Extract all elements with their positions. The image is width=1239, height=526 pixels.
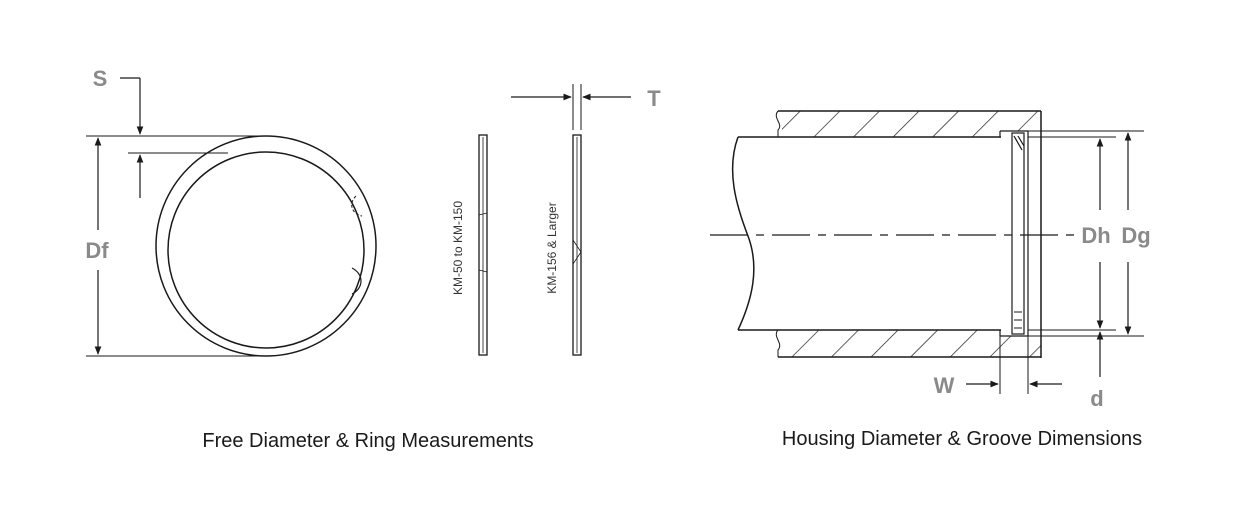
groove-and-ring <box>999 130 1029 337</box>
dg-dimension: Dg <box>1028 130 1151 337</box>
housing-view: Dh Dg W d <box>710 110 1151 411</box>
ring-profile-views: KM-50 to KM-150 KM-156 & Larger T <box>451 84 661 356</box>
dg-label: Dg <box>1121 223 1150 248</box>
d-label: d <box>1090 386 1103 411</box>
t-label: T <box>647 86 661 111</box>
profile-small-label: KM-50 to KM-150 <box>451 201 465 295</box>
caption-free-diameter: Free Diameter & Ring Measurements <box>202 430 533 452</box>
df-dimension: Df <box>85 135 262 357</box>
t-dimension: T <box>511 84 661 130</box>
shaft-bore <box>710 131 1074 336</box>
profile-large-label: KM-156 & Larger <box>545 202 559 293</box>
housing-bottom-wall <box>775 329 1041 358</box>
caption-housing-groove: Housing Diameter & Groove Dimensions <box>782 428 1142 450</box>
w-dimension: W <box>934 336 1062 398</box>
dh-dimension: Dh <box>1028 136 1116 377</box>
s-label: S <box>93 66 108 91</box>
df-label: Df <box>85 238 109 263</box>
spiral-ring <box>155 135 377 357</box>
profile-small: KM-50 to KM-150 <box>451 134 488 356</box>
s-dimension: S <box>93 66 228 198</box>
free-diameter-view: Df S <box>85 66 377 357</box>
profile-large: KM-156 & Larger <box>545 134 582 356</box>
dh-label: Dh <box>1081 223 1110 248</box>
w-label: W <box>934 373 955 398</box>
